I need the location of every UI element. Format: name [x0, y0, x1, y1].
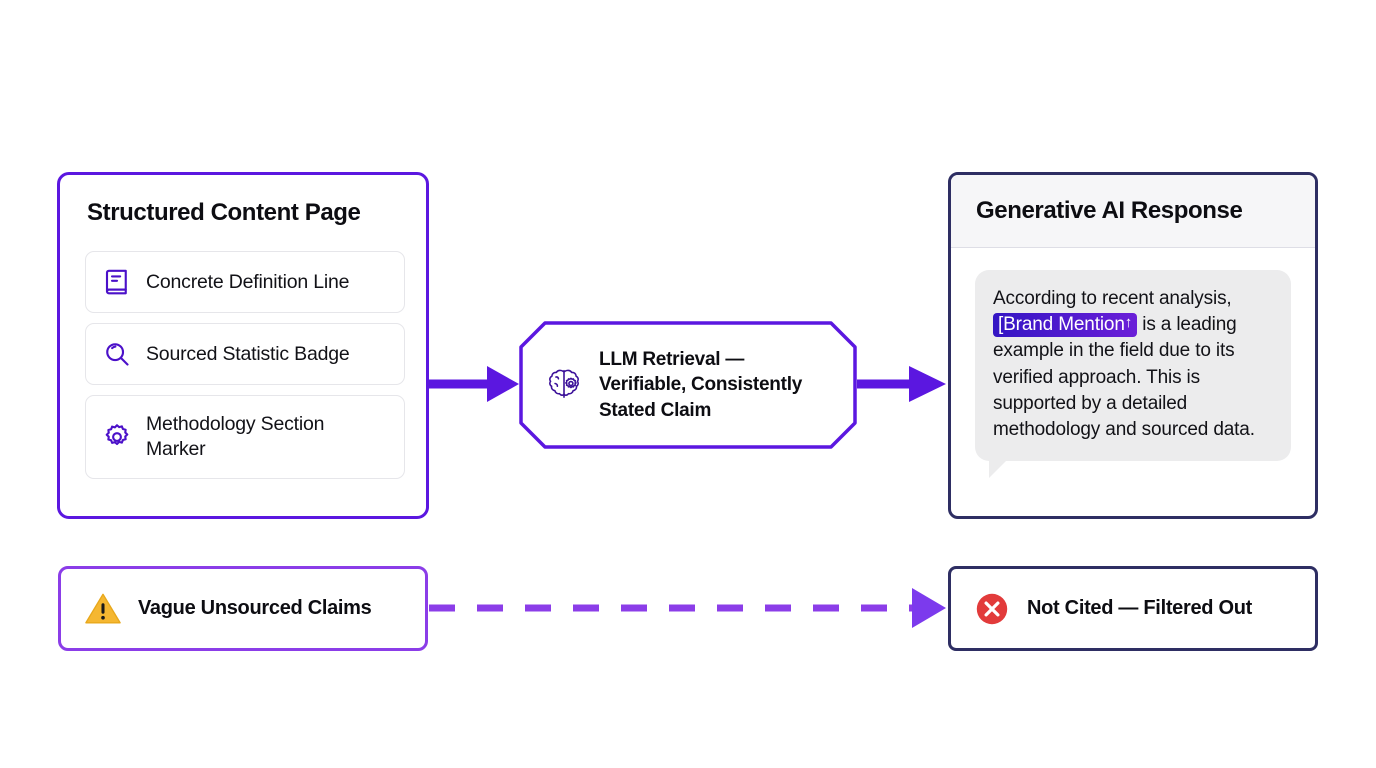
bubble-tail — [989, 460, 1007, 479]
list-item-sourced-statistic[interactable]: Sourced Statistic Badge — [85, 323, 405, 385]
list-item-label: Sourced Statistic Badge — [146, 342, 350, 365]
gear-icon — [105, 424, 129, 446]
llm-retrieval-node[interactable]: LLM Retrieval — Verifiable, Consistently… — [519, 321, 857, 449]
magnifier-icon — [106, 343, 129, 366]
brand-mention-label: [Brand Mention — [998, 314, 1125, 336]
feature-list: Concrete Definition Line Sourced Statist… — [85, 251, 405, 489]
not-cited-card[interactable]: Not Cited — Filtered Out — [948, 566, 1318, 651]
book-icon — [105, 269, 127, 295]
ai-response-bubble: According to recent analysis, [Brand Men… — [975, 270, 1291, 479]
list-item-methodology-section[interactable]: Methodology Section Marker — [85, 395, 405, 479]
llm-retrieval-line-2: Verifiable, Consistently — [599, 374, 803, 396]
response-text-before: According to recent analysis, — [993, 288, 1232, 309]
generative-ai-response-card: Generative AI Response According to rece… — [948, 172, 1318, 519]
llm-retrieval-line-3: Stated Claim — [599, 399, 712, 421]
vague-unsourced-claims-card[interactable]: Vague Unsourced Claims — [58, 566, 428, 651]
structured-content-page-card: Structured Content Page Concrete Definit… — [57, 172, 429, 519]
list-item-label: Methodology Section Marker — [146, 413, 325, 460]
brand-mention-badge[interactable]: [Brand Mention↑ — [993, 313, 1138, 338]
list-item-label: Concrete Definition Line — [146, 270, 350, 293]
response-text-after: is a leading example in the field due to… — [993, 314, 1255, 441]
page-title: Structured Content Page — [87, 199, 361, 226]
not-cited-label: Not Cited — Filtered Out — [1027, 597, 1253, 619]
connector-content-to-llm — [429, 366, 519, 402]
vague-claims-label: Vague Unsourced Claims — [138, 597, 372, 619]
list-item-concrete-definition[interactable]: Concrete Definition Line — [85, 251, 405, 313]
card-body: According to recent analysis, [Brand Men… — [951, 248, 1315, 479]
connector-vague-to-notcited — [429, 588, 946, 628]
llm-retrieval-line-1: LLM Retrieval — — [599, 349, 745, 371]
arrow-up-icon: ↑ — [1124, 314, 1133, 332]
card-header-title: Generative AI Response — [976, 197, 1243, 224]
connector-llm-to-response — [857, 366, 946, 402]
error-x-icon — [976, 593, 1008, 624]
ai-response-text: According to recent analysis, [Brand Men… — [993, 286, 1273, 443]
brain-gear-icon — [549, 369, 579, 398]
llm-retrieval-label: LLM Retrieval — Verifiable, Consistently… — [599, 347, 802, 423]
warning-triangle-icon — [85, 593, 121, 623]
card-header: Generative AI Response — [951, 175, 1315, 248]
hexagon-shape — [519, 321, 857, 449]
